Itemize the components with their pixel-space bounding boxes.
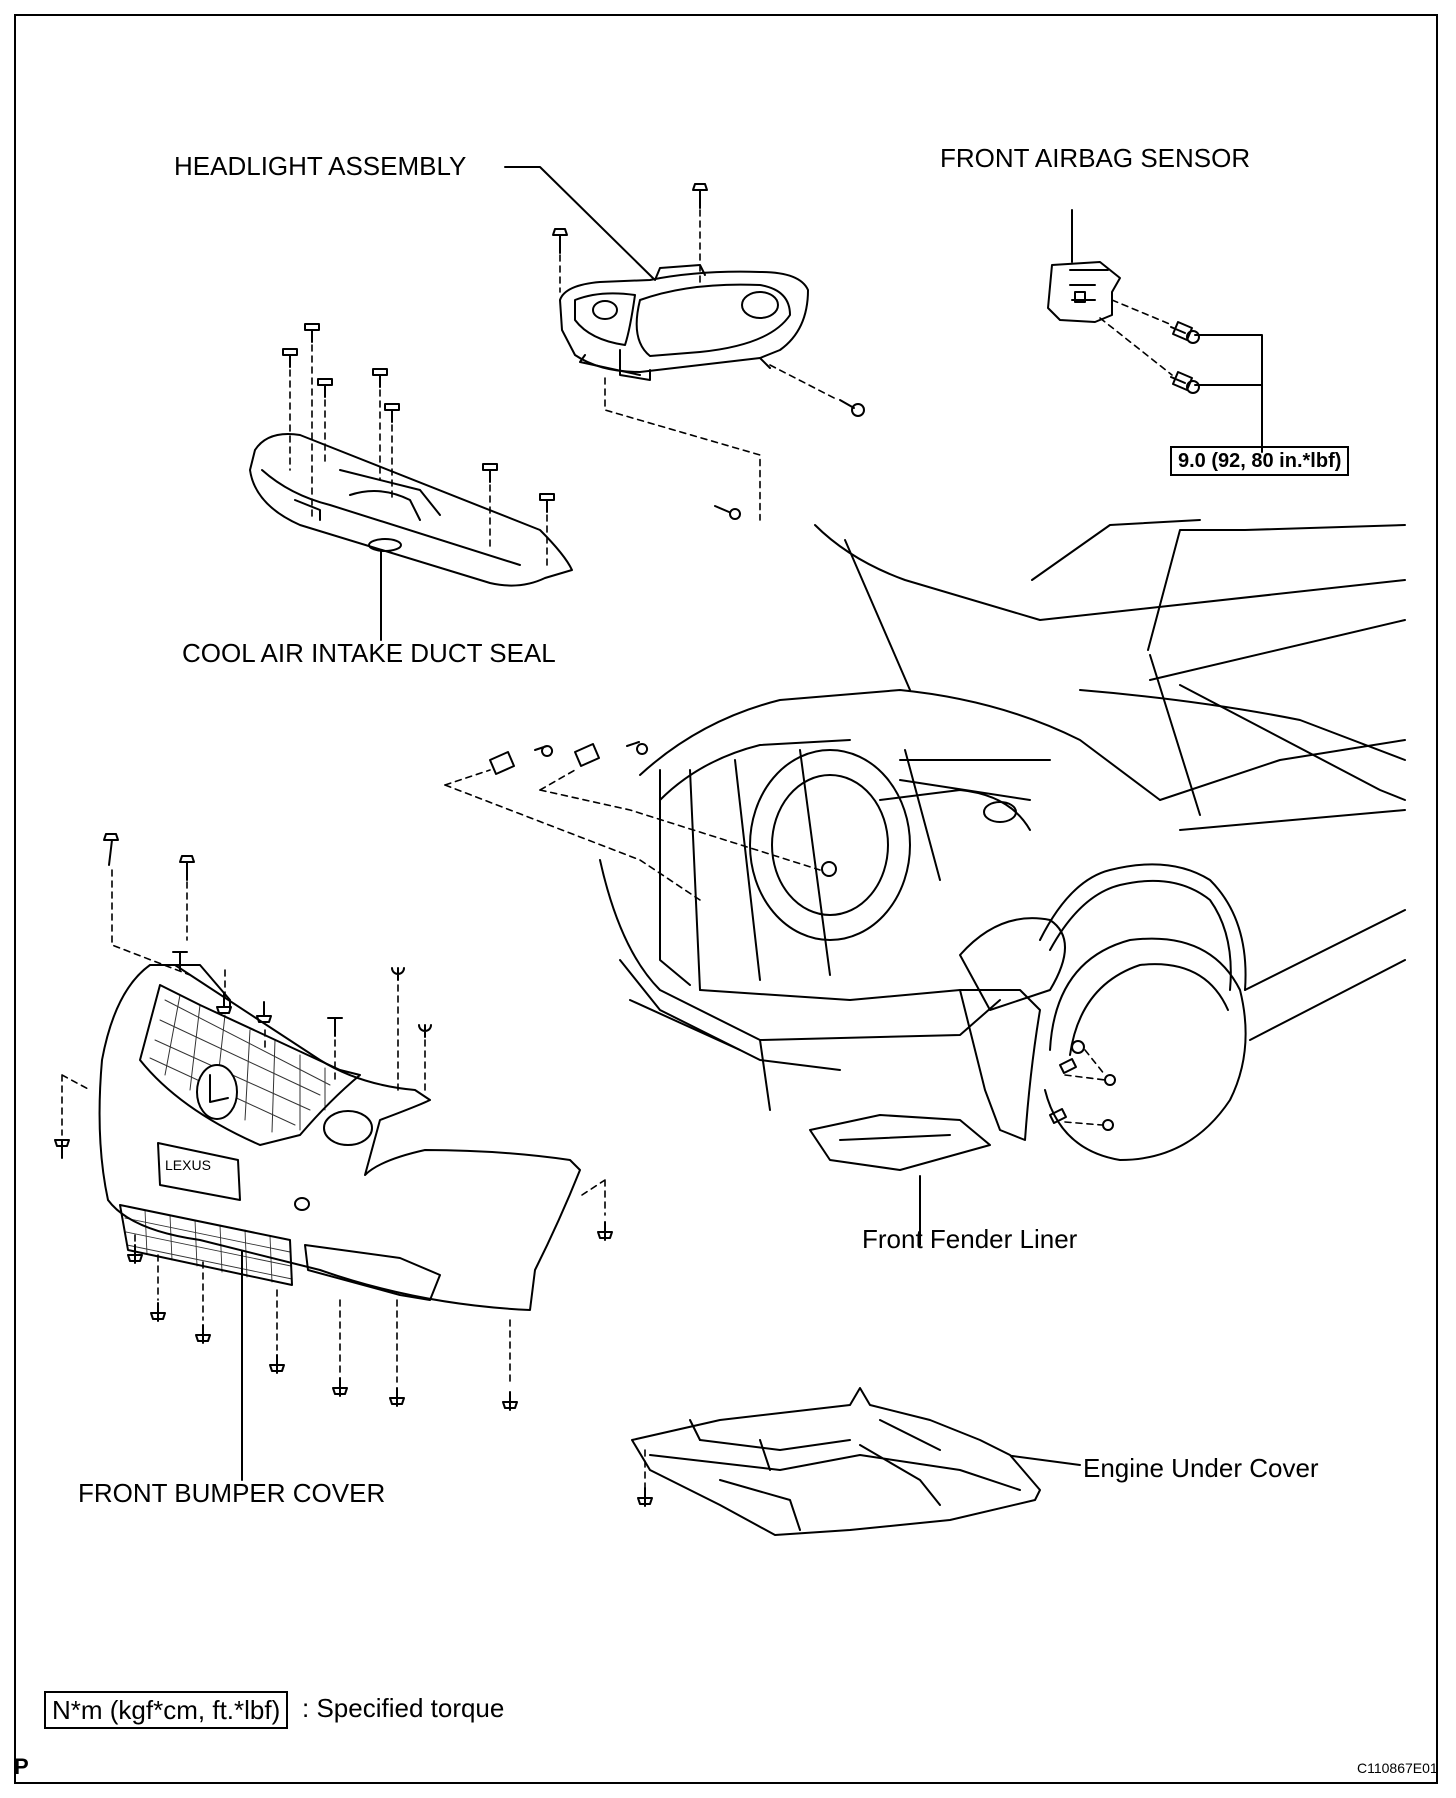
torque-spec-box: 9.0 (92, 80 in.*lbf) xyxy=(1170,446,1350,476)
headlight-assembly-label: HEADLIGHT ASSEMBLY xyxy=(174,151,467,181)
torque-legend-text: : Specified torque xyxy=(302,1693,505,1723)
figure-code: C110867E01 xyxy=(1357,1760,1438,1776)
headlight-bolts xyxy=(552,183,865,520)
front-bumper-cover: LEXUS xyxy=(98,964,581,1311)
bumper-dashed-guides xyxy=(61,869,606,1386)
under-cover-fasteners xyxy=(637,1487,653,1507)
corner-letter: P xyxy=(14,1754,29,1779)
front-bumper-cover-label: FRONT BUMPER COVER xyxy=(78,1478,386,1508)
car-front-body xyxy=(489,519,1406,1171)
engine-under-cover-label: Engine Under Cover xyxy=(1083,1453,1319,1483)
airbag-dashed-guides xyxy=(1099,299,1173,376)
engine-under-cover xyxy=(631,1387,1041,1536)
cool-air-intake-duct-seal-label: COOL AIR INTAKE DUCT SEAL xyxy=(182,638,556,668)
intake-seal-dashed-guides xyxy=(289,344,548,566)
svg-text:LEXUS: LEXUS xyxy=(165,1157,211,1173)
bumper-fasteners xyxy=(54,833,613,1411)
diagram-frame xyxy=(14,14,1438,1784)
torque-legend-box: N*m (kgf*cm, ft.*lbf) xyxy=(44,1691,289,1729)
headlight-assembly xyxy=(559,264,809,381)
cool-air-intake-duct-seal xyxy=(249,433,573,587)
front-airbag-sensor-label: FRONT AIRBAG SENSOR xyxy=(940,143,1251,173)
front-fender-liner-label: Front Fender Liner xyxy=(862,1224,1078,1254)
leader-lines xyxy=(241,166,1263,1481)
front-airbag-sensor xyxy=(1047,261,1200,394)
intake-seal-clips xyxy=(282,323,555,513)
headlight-dashed-guides xyxy=(559,209,839,521)
car-dashed-guides xyxy=(444,769,1106,1126)
